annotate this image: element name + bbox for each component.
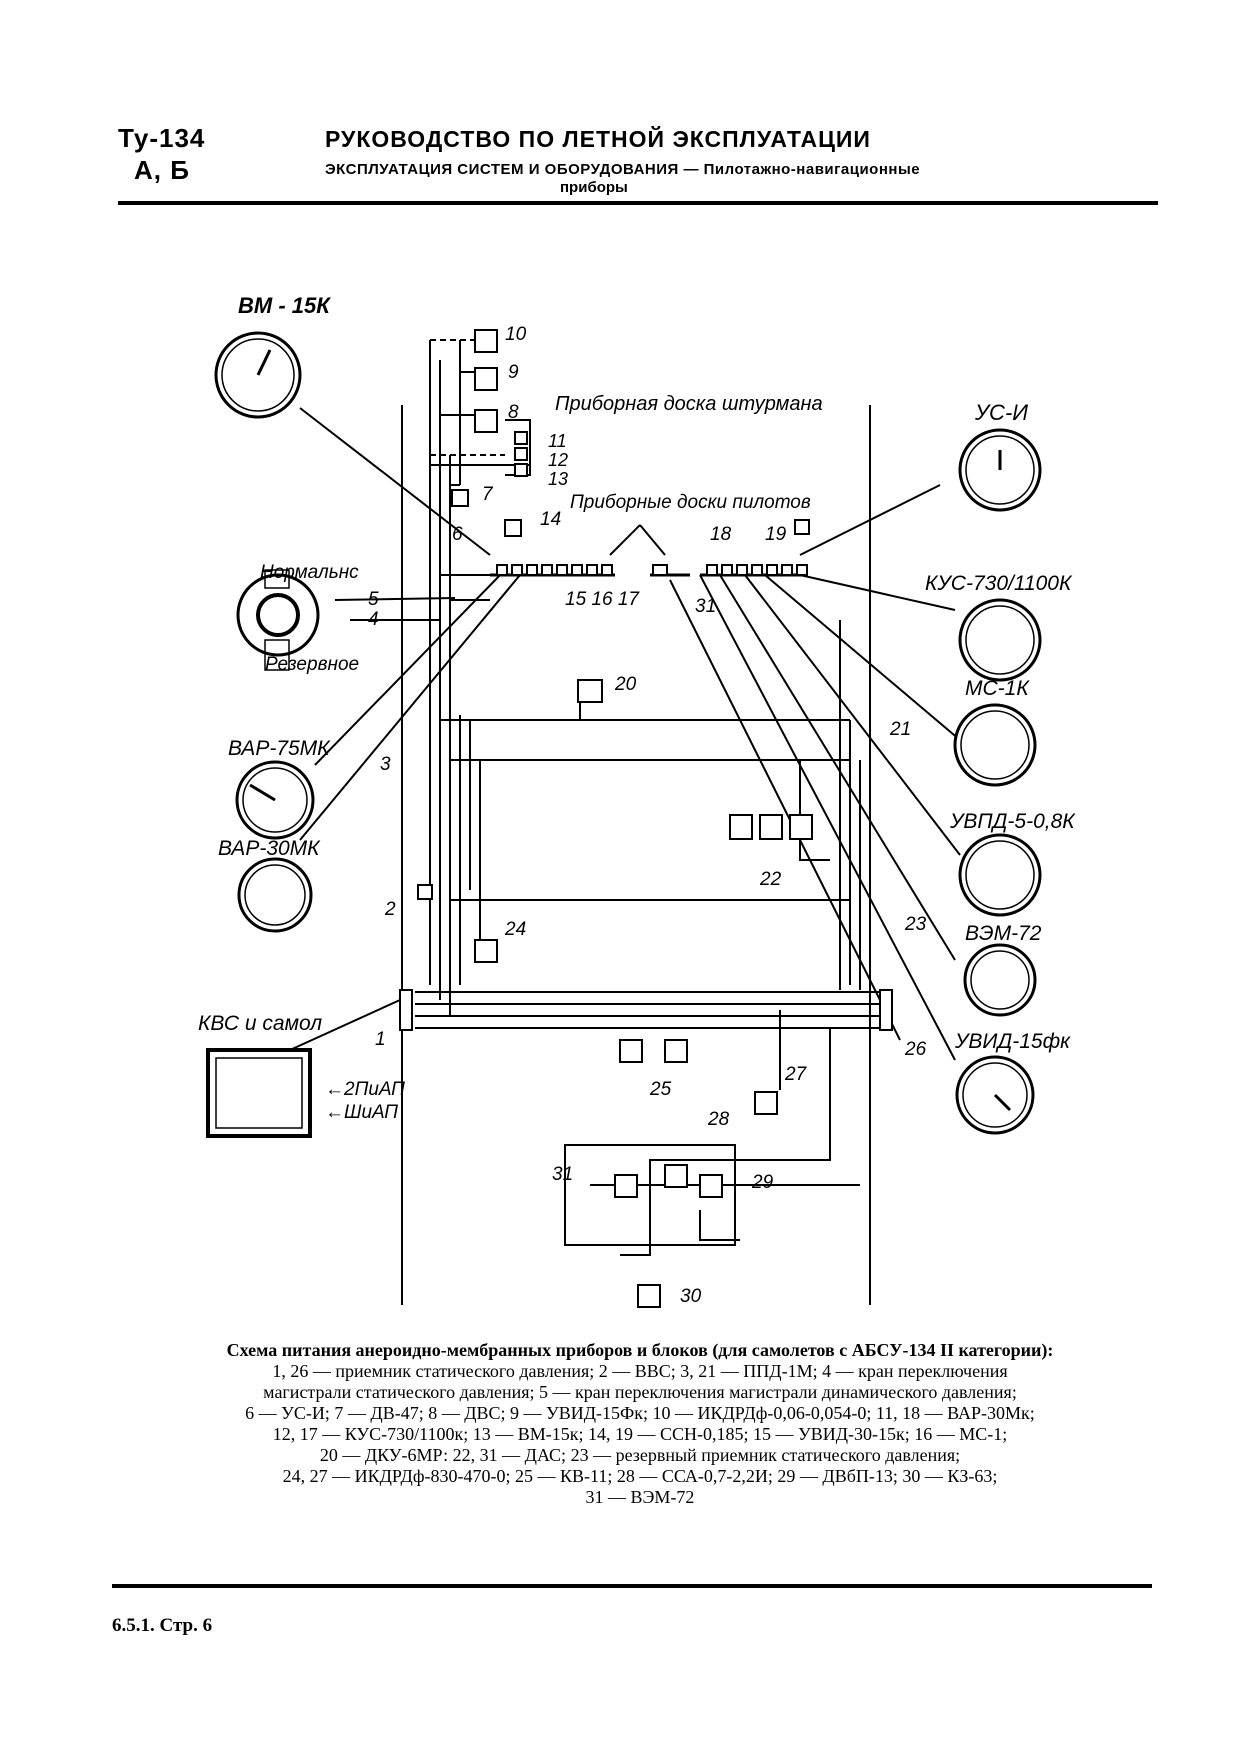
callout-9: 9 [508,362,519,383]
caption-line: 6 — УС-И; 7 — ДВ-47; 8 — ДВС; 9 — УВИД-1… [245,1403,1035,1423]
label-var75: ВАР-75МК [228,737,331,760]
caption-line: 12, 17 — КУС-730/1100к; 13 — ВМ-15к; 14,… [272,1424,1008,1444]
label-ms1k: МС-1К [965,677,1030,700]
caption-line: 31 — ВЭМ-72 [585,1487,695,1507]
block-25a [619,1039,643,1063]
callout-10: 10 [505,324,527,345]
label-uvid: УВИД-15фк [954,1030,1071,1053]
dial-ms1k [953,703,1037,787]
label-vzm72: ВЭМ-72 [965,922,1042,945]
label-kvs: КВС и самол [198,1012,322,1035]
document-title: РУКОВОДСТВО ПО ЛЕТНОЙ ЭКСПЛУАТАЦИИ [325,126,871,152]
callout-19: 19 [765,524,787,545]
pilot-panel-left-ports [496,564,613,576]
callout-3: 3 [380,754,391,775]
block-8 [474,409,498,433]
block-31b [614,1174,638,1198]
callout-29: 29 [751,1172,774,1193]
block-10 [474,329,498,353]
footer-rule [112,1584,1152,1588]
model-variants: А, Б [134,155,190,185]
dial-valve [236,573,320,657]
callout-23: 23 [904,914,927,935]
label-uvpd: УВПД-5-0,8К [949,810,1076,833]
label-vm15k: ВМ - 15К [238,293,331,318]
document-subtitle: ЭКСПЛУАТАЦИЯ СИСТЕМ И ОБОРУДОВАНИЯ — Пил… [325,161,921,178]
label-ap1: ←2ПиАП [325,1079,405,1100]
caption-line: 20 — ДКУ-6МР: 22, 31 — ДАС; 23 — резервн… [319,1445,961,1465]
callout-26: 26 [904,1039,927,1060]
page-reference: 6.5.1. Стр. 6 [112,1615,213,1636]
dial-vzm72 [963,943,1037,1017]
label-ap2: ←ШиАП [325,1102,398,1123]
callout-11: 11 [548,431,567,451]
callout-28: 28 [707,1109,730,1130]
block-22c [789,814,813,840]
dial-kus [958,598,1042,682]
dial-uvpd [958,833,1042,917]
label-reserve: Резервное [265,654,359,675]
caption-line: 24, 27 — ИКДРДф-830-470-0; 25 — КВ-11; 2… [282,1466,998,1486]
callout-27: 27 [784,1064,808,1085]
callout-5: 5 [368,589,379,610]
label-navigator-panel: Приборная доска штурмана [555,393,823,415]
label-normal: Нормальнс [260,562,359,583]
model-name: Ту-134 [118,123,206,153]
callout-8: 8 [508,402,519,423]
label-var30: ВАР-30МК [218,837,321,860]
pitot-static-diagram: ВМ - 15К УС-И КУС-730/1100К МС-1К УВПД-5… [198,293,1076,1308]
block-19 [794,519,810,535]
callout-22: 22 [759,869,782,890]
document-subtitle-cont: приборы [560,179,628,196]
block-28 [664,1164,688,1188]
callout-1: 1 [375,1029,386,1050]
caption-line: 1, 26 — приемник статического давления; … [272,1361,1008,1381]
callout-21: 21 [889,719,911,740]
callout-30: 30 [680,1286,702,1307]
callout-14: 14 [540,509,561,530]
callout-4: 4 [368,609,379,630]
block-29 [699,1174,723,1198]
figure-caption: Схема питания анероидно-мембранных прибо… [120,1340,1160,1508]
callout-31-lower: 31 [552,1164,573,1185]
callout-25: 25 [649,1079,672,1100]
block-25b [664,1039,688,1063]
label-pilot-panels: Приборные доски пилотов [570,492,811,513]
kvs-panel [206,1048,312,1138]
callout-24: 24 [504,919,526,940]
dial-var30 [237,857,313,933]
caption-line: магистрали статического давления; 5 — кр… [263,1382,1017,1402]
callout-2: 2 [384,899,396,920]
callout-20: 20 [614,674,637,695]
aircraft-model: Ту-134 А, Б [118,122,205,186]
callout-18: 18 [710,524,732,545]
callout-7: 7 [482,484,494,505]
callout-15-16-17: 15 16 17 [565,589,640,610]
static-receiver-1 [399,989,413,1031]
block-20 [577,679,603,703]
callout-13: 13 [548,469,568,489]
callout-31-upper: 31 [695,596,716,617]
block-22b [759,814,783,840]
callout-12: 12 [548,450,568,470]
callout-6: 6 [452,524,463,545]
caption-title: Схема питания анероидно-мембранных прибо… [226,1340,1054,1360]
block-2 [417,884,433,900]
block-9 [474,367,498,391]
block-30 [637,1284,661,1308]
pilot-panel-right-ports [706,564,808,576]
block-14 [504,519,522,537]
block-7 [451,489,469,507]
block-22a [729,814,753,840]
block-27 [754,1091,778,1115]
block-24 [474,939,498,963]
static-receiver-26 [879,989,893,1031]
label-us-i: УС-И [974,400,1028,425]
header-rule [118,201,1158,205]
label-kus: КУС-730/1100К [925,572,1073,595]
